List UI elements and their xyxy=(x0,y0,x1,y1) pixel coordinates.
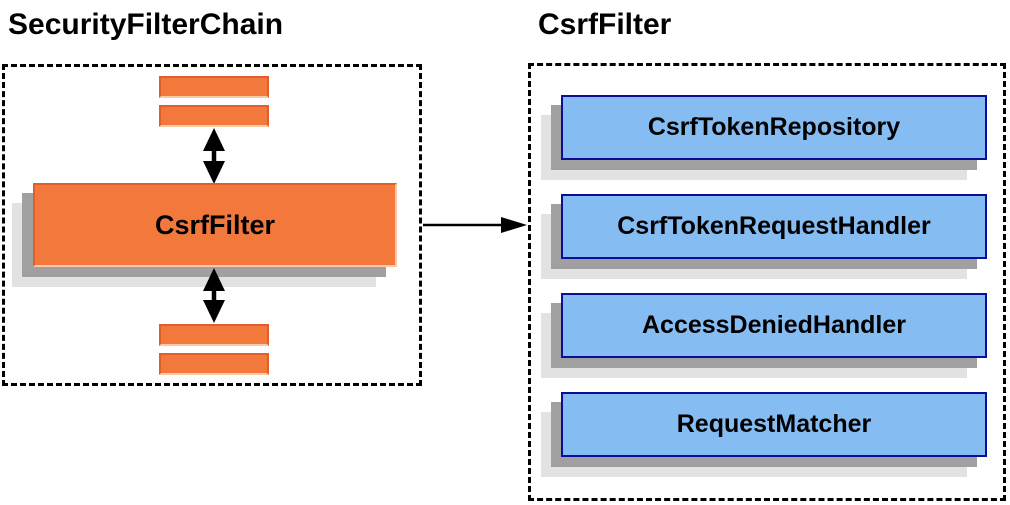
component-box-request-matcher: RequestMatcher xyxy=(561,392,987,457)
csrf-filter-components-container xyxy=(528,63,1006,501)
component-box-label: CsrfTokenRequestHandler xyxy=(617,212,931,240)
left-panel-title: SecurityFilterChain xyxy=(8,8,284,41)
csrf-filter-box: CsrfFilter xyxy=(33,183,397,267)
component-box-label: RequestMatcher xyxy=(676,410,872,438)
csrf-filter-box-label: CsrfFilter xyxy=(154,209,276,240)
filter-placeholder-bar xyxy=(159,76,269,98)
component-box-access-denied-handler: AccessDeniedHandler xyxy=(561,293,987,358)
right-panel-title: CsrfFilter xyxy=(538,8,672,41)
component-box-label: CsrfTokenRepository xyxy=(647,113,901,141)
component-box-label: AccessDeniedHandler xyxy=(641,311,906,339)
component-box-csrf-token-repository: CsrfTokenRepository xyxy=(561,95,987,160)
component-box-csrf-token-request-handler: CsrfTokenRequestHandler xyxy=(561,194,987,259)
csrffilter-to-components-arrow-icon xyxy=(423,217,527,233)
security-filter-chain-container xyxy=(2,64,422,386)
filter-placeholder-bar xyxy=(159,105,269,127)
top-bidirectional-arrow-icon xyxy=(203,128,225,184)
filter-placeholder-bar xyxy=(159,324,269,346)
filter-placeholder-bar xyxy=(159,353,269,375)
bottom-bidirectional-arrow-icon xyxy=(203,268,225,323)
